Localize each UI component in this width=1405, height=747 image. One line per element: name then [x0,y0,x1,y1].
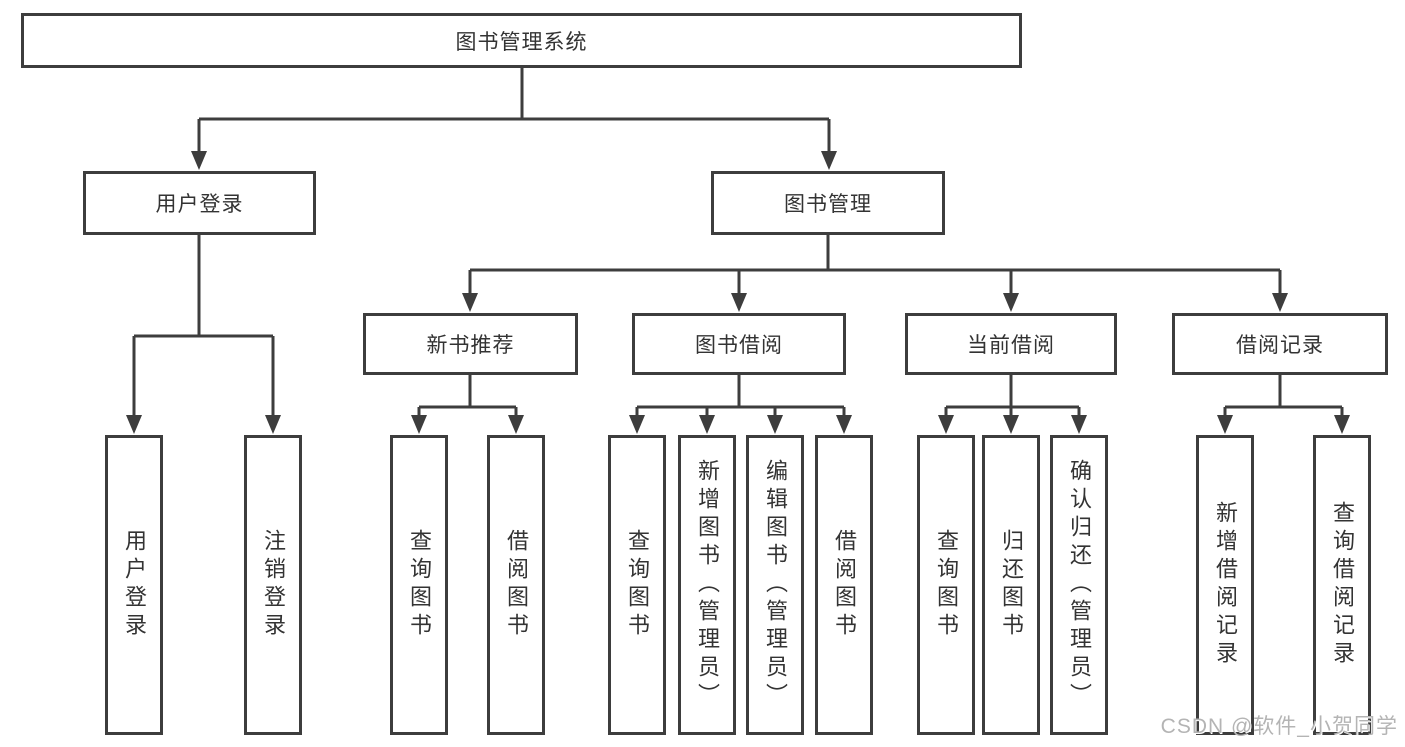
node-user-login: 用户登录 [83,171,316,235]
connector-book-borrowing-to-leaves [629,375,852,434]
leaf-new-book-query-books: 查询图书 [390,435,448,735]
leaf-current-return-books: 归还图书 [982,435,1040,735]
leaf-borrow-add-books-admin: 新增图书（管理员） [678,435,736,735]
leaf-records-add-record: 新增借阅记录 [1196,435,1254,735]
watermark: CSDN @软件_小贺同学 [1160,715,1398,738]
leaf-new-book-borrow-books-label: 借阅图书 [504,529,529,641]
leaf-current-query-books-label: 查询图书 [934,529,959,641]
leaf-current-return-books-label: 归还图书 [999,529,1024,641]
leaf-logout: 注销登录 [244,435,302,735]
connector-new-book-to-leaves [411,375,524,434]
leaf-borrow-query-books: 查询图书 [608,435,666,735]
leaf-current-confirm-return-admin: 确认归还（管理员） [1050,435,1108,735]
leaf-borrow-add-books-admin-label: 新增图书（管理员） [695,459,720,711]
leaf-user-login: 用户登录 [105,435,163,735]
leaf-borrow-edit-books-admin: 编辑图书（管理员） [746,435,804,735]
node-user-login-label: 用户登录 [155,193,244,216]
connector-book-management-to-level3 [462,235,1288,312]
leaf-borrow-query-books-label: 查询图书 [625,529,650,641]
node-root-label: 图书管理系统 [455,30,588,54]
node-current-borrowing-label: 当前借阅 [967,334,1055,357]
leaf-borrow-borrow-books: 借阅图书 [815,435,873,735]
node-current-borrowing: 当前借阅 [905,313,1117,375]
leaf-current-query-books: 查询图书 [917,435,975,735]
leaf-borrow-edit-books-admin-label: 编辑图书（管理员） [763,459,788,711]
node-new-book-recommend-label: 新书推荐 [426,334,515,357]
leaf-borrow-borrow-books-label: 借阅图书 [832,529,857,641]
node-book-borrowing-label: 图书借阅 [695,334,783,357]
connector-borrow-records-to-leaves [1217,375,1350,434]
connector-current-borrowing-to-leaves [938,375,1087,434]
node-book-management-label: 图书管理 [784,193,872,216]
node-borrow-records-label: 借阅记录 [1236,334,1324,357]
node-book-borrowing: 图书借阅 [632,313,846,375]
node-borrow-records: 借阅记录 [1172,313,1388,375]
connector-user-login-to-leaves [126,235,281,434]
leaf-logout-label: 注销登录 [261,529,286,641]
leaf-records-add-record-label: 新增借阅记录 [1213,501,1238,669]
leaf-records-query-record: 查询借阅记录 [1313,435,1371,735]
leaf-user-login-label: 用户登录 [122,529,147,641]
leaf-current-confirm-return-admin-label: 确认归还（管理员） [1067,459,1092,711]
leaf-new-book-query-books-label: 查询图书 [407,529,432,641]
node-root: 图书管理系统 [21,13,1022,68]
connector-root-to-level2 [191,68,837,170]
node-new-book-recommend: 新书推荐 [363,313,578,375]
node-book-management: 图书管理 [711,171,945,235]
leaf-records-query-record-label: 查询借阅记录 [1330,501,1355,669]
leaf-new-book-borrow-books: 借阅图书 [487,435,545,735]
